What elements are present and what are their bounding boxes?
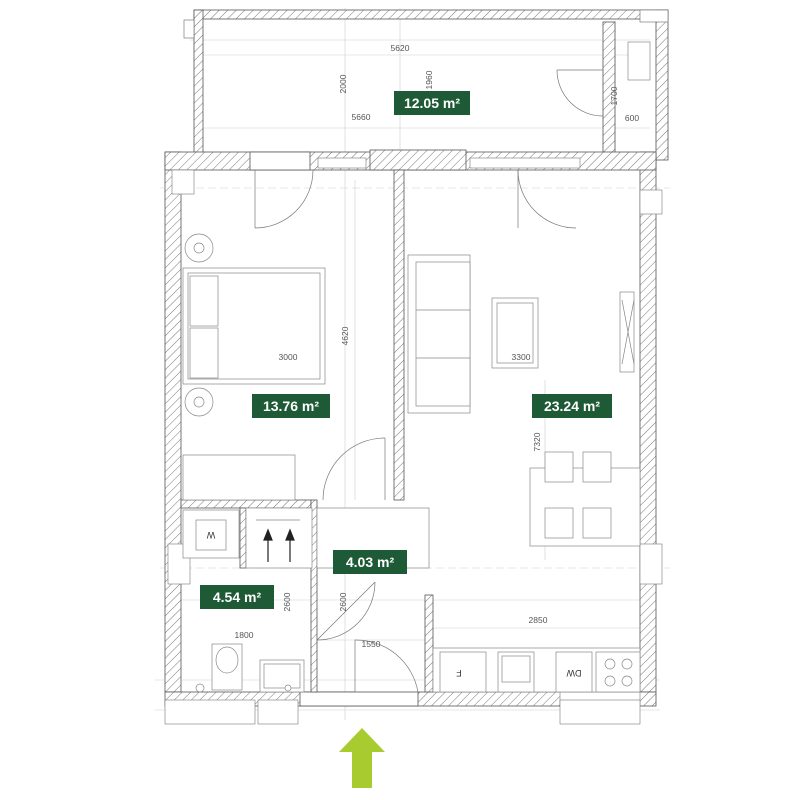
dim-bedroom-width: 3000 [279, 352, 298, 362]
dim-living-width: 3300 [512, 352, 531, 362]
dim-balcony-depth: 2000 [338, 74, 348, 93]
area-text-bedroom: 13.76 m² [263, 398, 319, 414]
cooktop [595, 651, 641, 693]
dim-bath-length: 2600 [282, 592, 292, 611]
dim-balcony-side-width: 600 [625, 113, 639, 123]
bedroom-furniture [182, 233, 326, 501]
pillow [189, 327, 219, 379]
chair [582, 507, 612, 539]
up-arrow-icon [263, 528, 295, 562]
dim-balcony-inner-width: 5660 [352, 112, 371, 122]
dim-kitchen-width: 2850 [529, 615, 548, 625]
area-label-balcony: 12.05 m² [394, 91, 470, 115]
dim-bedroom-length: 4620 [340, 326, 350, 345]
area-text-balcony: 12.05 m² [404, 95, 460, 111]
dim-balcony-side-depth: 1700 [609, 86, 619, 105]
dim-balcony-width: 5620 [391, 43, 410, 53]
dishwasher [555, 651, 593, 693]
wardrobe [245, 507, 313, 569]
dim-hall-width: 1550 [362, 639, 381, 649]
dim-hall-length: 2600 [338, 592, 348, 611]
pillow [189, 275, 219, 327]
area-label-bedroom: 13.76 m² [252, 394, 330, 418]
dim-living-length: 7320 [532, 432, 542, 451]
entrance-arrow-icon [339, 728, 385, 788]
area-label-living: 23.24 m² [532, 394, 612, 418]
dimension-labels: 5620 5660 2000 1960 1700 600 4620 3000 3… [235, 43, 640, 649]
dim-bath-width: 1800 [235, 630, 254, 640]
area-label-hall: 4.03 m² [333, 550, 407, 574]
dim-balcony-depth-2: 1960 [424, 70, 434, 89]
balcony-walls [183, 9, 669, 161]
tv [619, 291, 635, 373]
area-text-bathroom: 4.54 m² [213, 589, 262, 605]
exterior-walls [164, 149, 663, 725]
fridge [439, 651, 487, 693]
dishwasher-label: DW [566, 668, 581, 678]
doors [254, 169, 577, 693]
area-label-bathroom: 4.54 m² [200, 585, 274, 609]
bathroom-fixtures [182, 509, 305, 693]
chair [544, 451, 574, 483]
kitchen-counter [432, 647, 641, 693]
living-furniture [407, 254, 641, 547]
area-text-hall: 4.03 m² [346, 554, 395, 570]
wardrobe [182, 454, 296, 501]
interior-walls [180, 169, 434, 693]
area-text-living: 23.24 m² [544, 398, 600, 414]
chair [582, 451, 612, 483]
chair [544, 507, 574, 539]
washer-label: W [206, 530, 215, 540]
fridge-label: F [456, 668, 462, 678]
balcony-door [556, 69, 604, 117]
